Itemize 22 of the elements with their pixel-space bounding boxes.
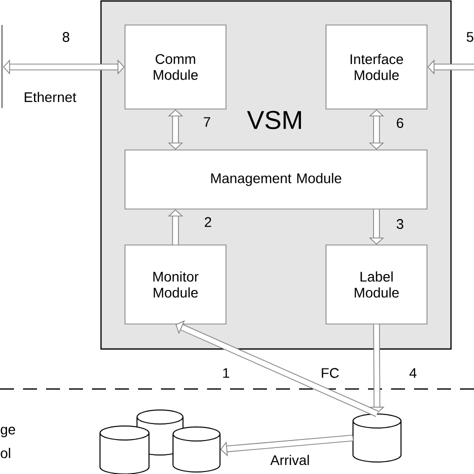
edge-label: 7	[204, 117, 210, 127]
disk-cylinder	[100, 426, 150, 474]
text-label: Ethernet	[24, 92, 76, 102]
hollow-arrow	[220, 434, 354, 456]
module-box: Label Module	[326, 244, 428, 324]
module-box: Interface Module	[326, 24, 428, 110]
disk-cylinder	[352, 414, 402, 462]
edge-label: 4	[409, 368, 416, 378]
edge-label: 2	[204, 217, 212, 227]
edge-label: 1	[223, 368, 230, 378]
module-box: Management Module	[124, 150, 428, 210]
edge-label: 3	[396, 219, 404, 229]
text-label: FC	[322, 368, 339, 378]
text-label: ol	[0, 448, 10, 458]
module-box: Monitor Module	[124, 244, 226, 324]
text-label: ge	[0, 426, 16, 438]
edge-label: 5	[466, 32, 474, 42]
edge-label: 8	[62, 32, 70, 42]
edge-label: Arrival	[270, 454, 309, 466]
disk-cylinder	[172, 426, 220, 472]
module-box: Comm Module	[124, 24, 226, 110]
edge-label: 6	[396, 118, 404, 128]
